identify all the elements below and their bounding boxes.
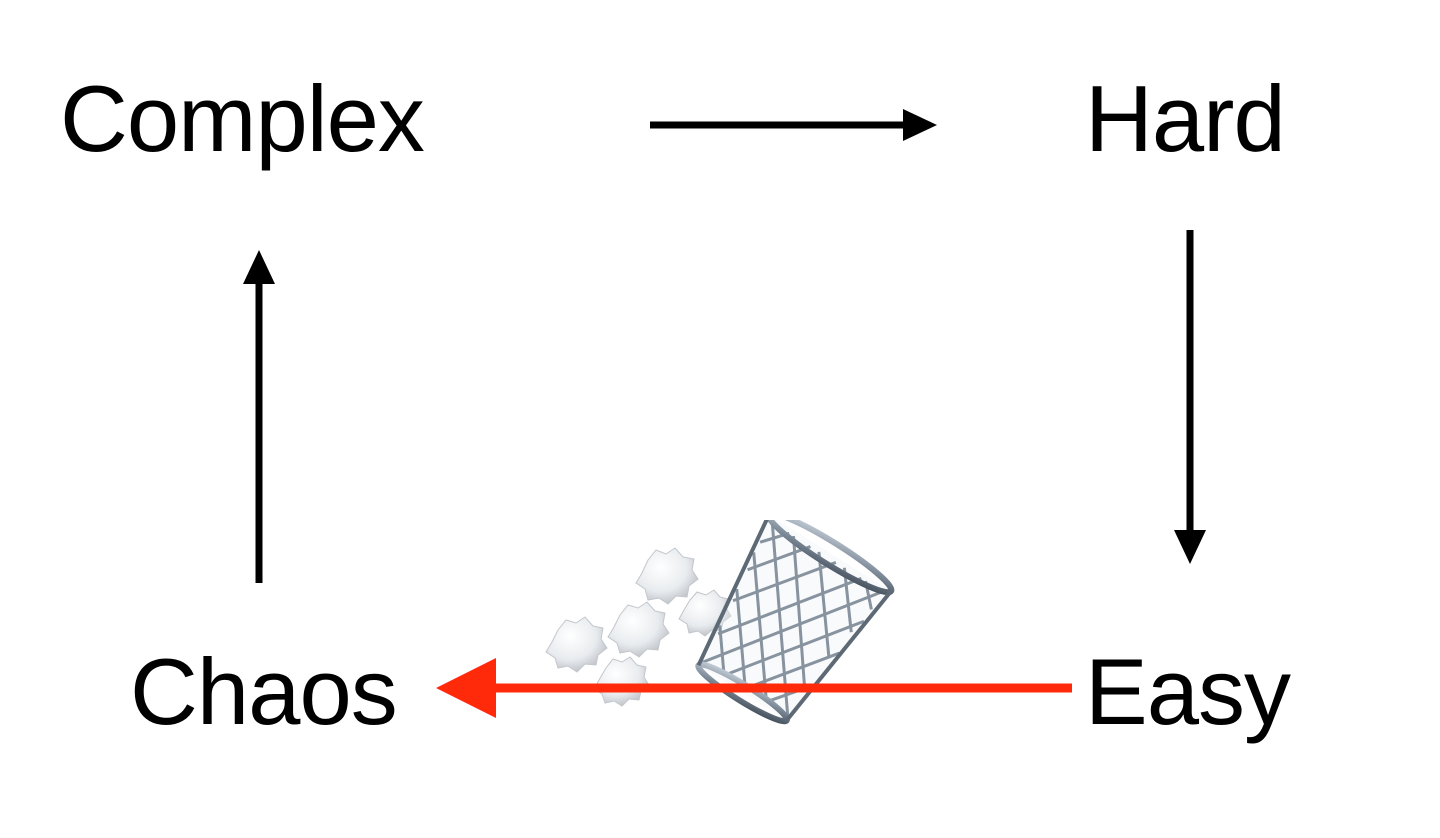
node-chaos: Chaos	[130, 639, 398, 744]
arrow-hard-to-easy	[1174, 230, 1206, 564]
arrow-complex-to-hard	[650, 109, 937, 141]
node-hard: Hard	[1085, 66, 1286, 171]
wastebasket-icon	[695, 520, 895, 725]
arrow-chaos-to-complex	[243, 250, 275, 583]
wastebasket-with-crumpled-paper-icon	[545, 520, 895, 725]
node-complex: Complex	[60, 66, 425, 171]
node-easy: Easy	[1085, 639, 1291, 744]
